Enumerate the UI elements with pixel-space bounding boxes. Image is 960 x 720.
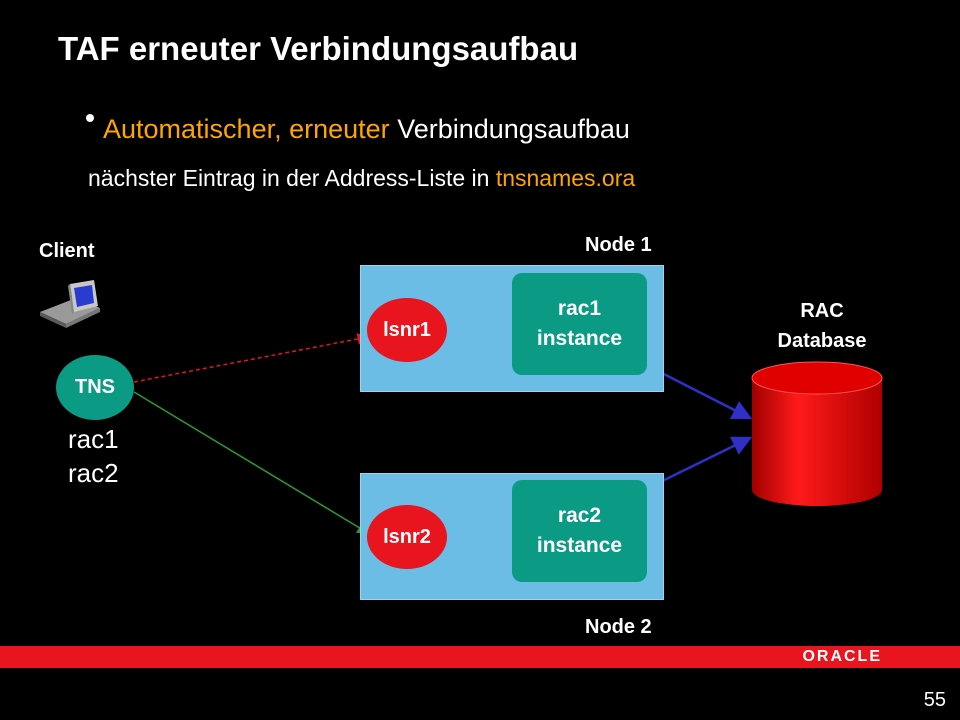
client-label: Client [39, 240, 95, 262]
database-label-line2: Database [777, 330, 867, 352]
rac2-instance: rac2 instance [512, 480, 647, 582]
subline-text: nächster Eintrag in der Address-Liste in [88, 165, 490, 191]
tns-entry-1: rac1 [68, 424, 119, 454]
slide-title: TAF erneuter Verbindungsaufbau [58, 30, 579, 67]
node1-label: Node 1 [585, 234, 652, 256]
rac1-instance: rac1 instance [512, 273, 647, 375]
lsnr1-label: lsnr1 [383, 318, 431, 341]
lsnr2-listener: lsnr2 [367, 505, 447, 569]
tns-node: TNS [56, 355, 134, 420]
subline: nächster Eintrag in der Address-Liste in… [88, 165, 635, 192]
subline-highlight: tnsnames.ora [495, 165, 636, 191]
bullet-part1: Automatischer, [103, 114, 282, 144]
computer-icon [40, 280, 100, 328]
oracle-footer-bar [0, 646, 960, 668]
bullet-part3: Verbindungsaufbau [397, 114, 630, 144]
node2-storage-link [651, 436, 753, 488]
rac1-instance-label: instance [536, 327, 623, 350]
node2-label: Node 2 [585, 616, 652, 638]
bullet-text: Automatischer, erneuter Verbindungsaufba… [103, 114, 630, 145]
lsnr2-label: lsnr2 [383, 525, 431, 548]
failed-connection-line [133, 333, 370, 383]
tns-entry-2: rac2 [68, 458, 119, 488]
oracle-logo: ORACLE [802, 648, 882, 665]
page-number: 55 [923, 689, 946, 711]
database-label-line1: RAC [800, 300, 844, 322]
failover-connection-line [133, 391, 370, 534]
database-cylinder-icon [751, 361, 883, 506]
bullet-dot [86, 114, 94, 122]
rac2-instance-name: rac2 [557, 504, 602, 527]
bullet-part2: erneuter [289, 114, 390, 144]
tns-label: TNS [75, 376, 115, 398]
rac1-instance-name: rac1 [557, 297, 602, 320]
node1-storage-link [651, 366, 753, 420]
lsnr1-listener: lsnr1 [367, 298, 447, 362]
database-label: RAC Database [762, 296, 882, 356]
rac2-instance-label: instance [536, 534, 623, 557]
